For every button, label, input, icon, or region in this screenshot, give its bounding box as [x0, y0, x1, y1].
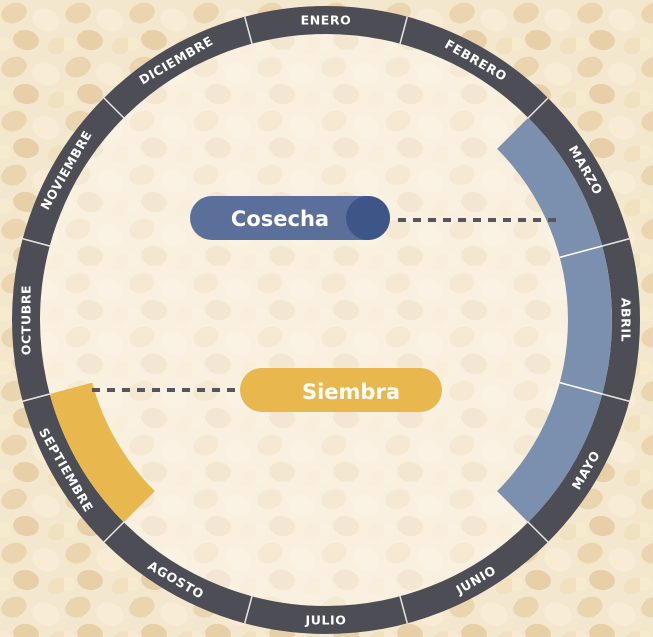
month-ring	[12, 6, 640, 634]
month-divider	[22, 393, 51, 402]
month-label-abril: ABRIL	[619, 298, 634, 342]
month-divider	[526, 97, 549, 120]
sowing-pill	[240, 368, 442, 412]
harvest-period-band	[497, 117, 612, 523]
harvest-band-divider	[559, 381, 603, 395]
month-label-octubre: OCTUBRE	[19, 285, 34, 355]
wheel: ENEROFEBREROMARZOABRILMAYOJUNIOJULIOAGOS…	[12, 6, 640, 634]
month-divider	[601, 393, 630, 402]
month-label-julio: JULIO	[304, 613, 346, 628]
month-divider	[244, 16, 253, 45]
harvest-pill	[190, 196, 390, 240]
sowing-period-band	[49, 382, 155, 523]
harvest-band-divider	[559, 245, 603, 259]
month-divider	[103, 97, 126, 120]
month-divider	[526, 520, 549, 543]
month-divider	[399, 595, 408, 624]
wheel-inner-disc	[40, 34, 612, 606]
month-label-enero: ENERO	[301, 13, 352, 28]
harvest-pill-dot	[346, 196, 390, 240]
month-divider	[399, 16, 408, 45]
month-divider	[22, 238, 51, 247]
harvest-label: Cosecha	[231, 207, 329, 231]
month-divider	[601, 238, 630, 247]
harvest-legend: Cosecha	[190, 196, 556, 240]
month-divider	[103, 520, 126, 543]
month-divider	[244, 595, 253, 624]
sowing-legend: Siembra	[92, 368, 442, 412]
sowing-label: Siembra	[302, 380, 400, 404]
